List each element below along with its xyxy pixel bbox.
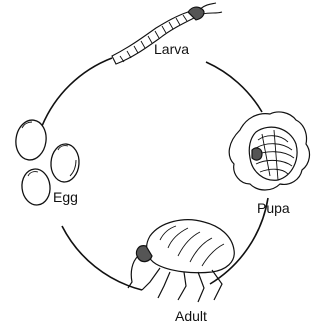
- pupa-drawing: [229, 112, 309, 190]
- cycle-arc-egg-to-larva: [42, 58, 112, 126]
- cycle-arc-adult-to-egg: [62, 226, 142, 290]
- egg-3: [20, 168, 52, 207]
- label-larva: Larva: [154, 41, 189, 57]
- adult-drawing: [128, 220, 234, 302]
- label-pupa: Pupa: [257, 200, 290, 216]
- label-egg: Egg: [53, 189, 78, 205]
- cycle-arc-larva-to-pupa: [206, 62, 262, 112]
- label-adult: Adult: [175, 308, 207, 324]
